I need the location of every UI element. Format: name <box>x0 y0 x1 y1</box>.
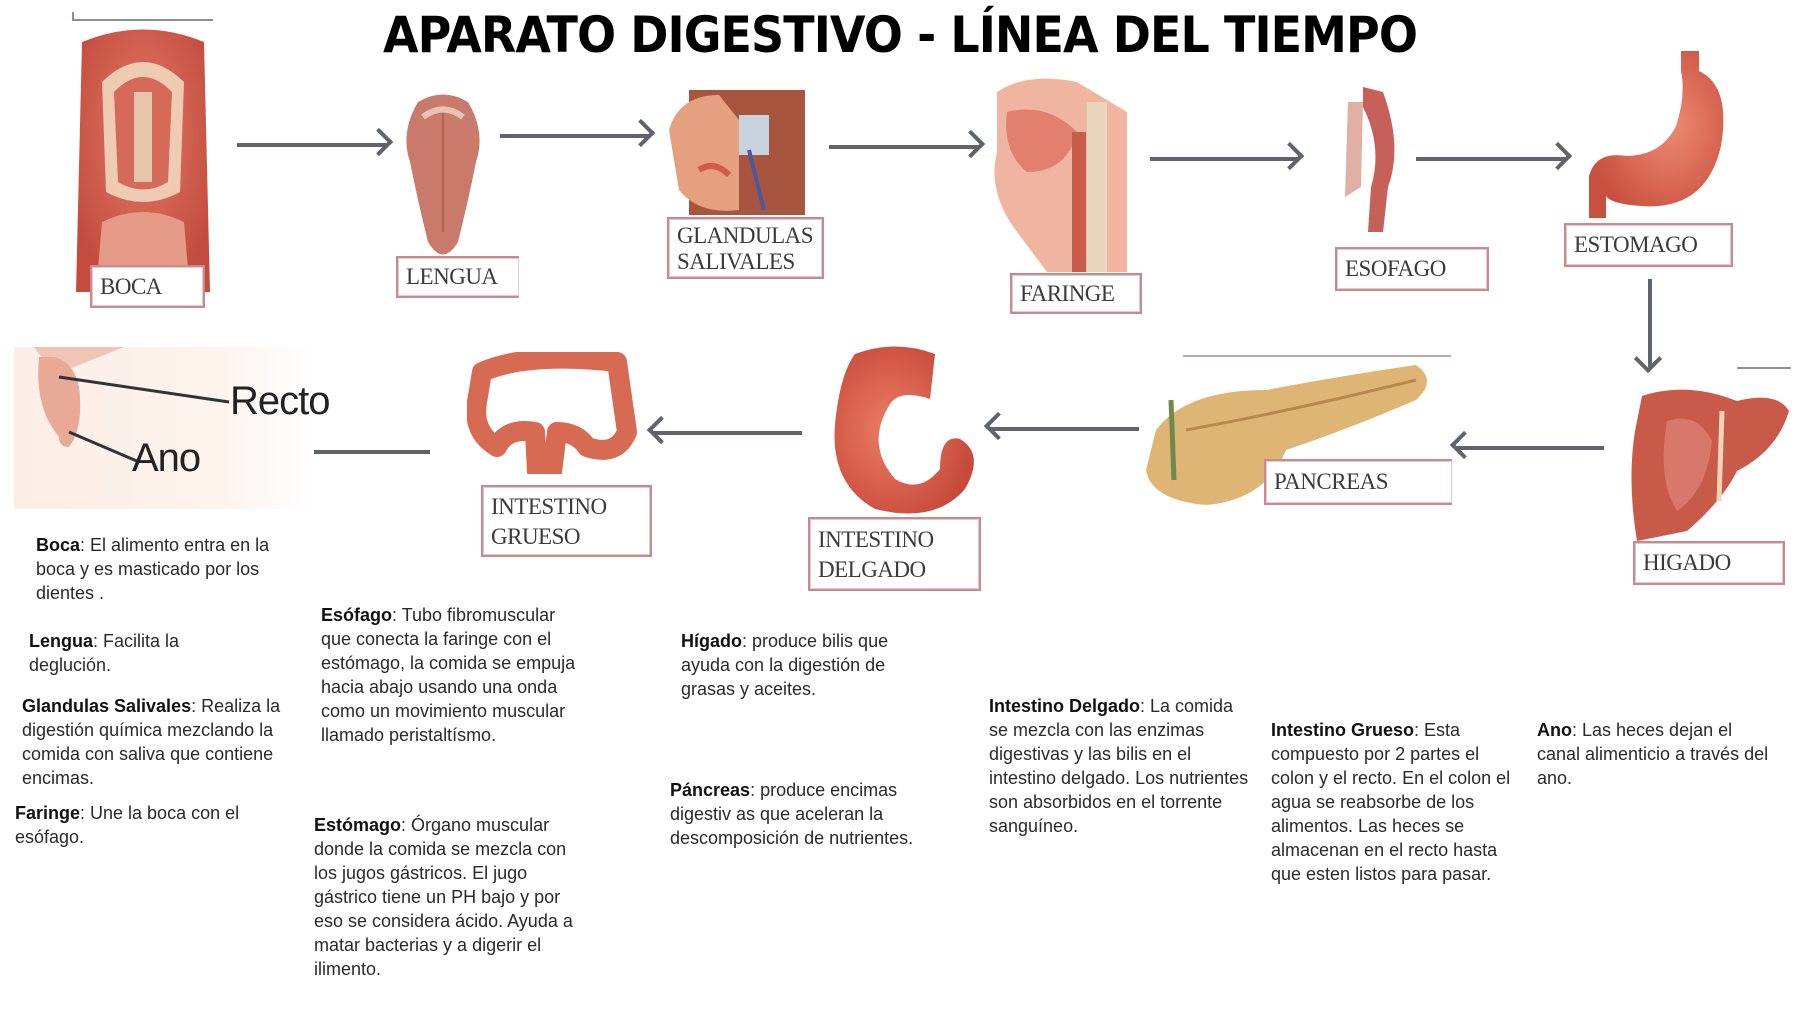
description-higado: Hígado: produce bilis que ayuda con la d… <box>681 629 931 701</box>
arrow-down-icon <box>1648 279 1652 367</box>
description-boca: Boca: El alimento entra en la boca y es … <box>36 533 306 605</box>
definition: : El alimento entra en la boca y es mast… <box>36 535 270 603</box>
description-intestino-grueso: Intestino Grueso: Esta compuesto por 2 p… <box>1271 718 1526 886</box>
definition: : Facilita la deglución. <box>29 631 180 675</box>
description-glandulas: Glandulas Salivales: Realiza la digestió… <box>22 694 287 790</box>
arrow-right-icon <box>237 143 387 147</box>
description-esofago: Esófago: Tubo fibromuscular que conecta … <box>321 603 583 747</box>
small-intestine-illustration <box>834 346 974 514</box>
rectum-icon <box>34 347 230 464</box>
esophagus-illustration <box>1345 87 1395 232</box>
term: Boca <box>36 535 81 555</box>
definition: : produce bilis que ayuda con la digesti… <box>681 631 889 699</box>
pharynx-illustration <box>994 78 1127 272</box>
mouth-illustration <box>76 29 210 292</box>
arrow-right-icon <box>829 145 979 149</box>
term: Ano <box>1537 720 1572 740</box>
label-glandulas-salivales: GLANDULAS SALIVALES <box>667 217 824 279</box>
description-estomago: Estómago: Órgano muscular donde la comid… <box>314 813 584 981</box>
term: Intestino Grueso <box>1271 720 1415 740</box>
recto-label: Recto <box>230 379 330 423</box>
label-boca: BOCA <box>90 265 205 308</box>
description-ano: Ano: Las heces dejan el canal alimentici… <box>1537 718 1777 790</box>
decorative-tick <box>72 12 74 21</box>
definition: : Las heces dejan el canal alimenticio a… <box>1537 720 1769 788</box>
label-faringe: FARINGE <box>1010 273 1142 314</box>
stomach-illustration <box>1589 51 1724 218</box>
term: Esófago <box>321 605 393 625</box>
ano-label: Ano <box>132 436 201 480</box>
salivary-glands-illustration <box>669 90 805 215</box>
definition: : Esta compuesto por 2 partes el colon y… <box>1271 720 1511 884</box>
label-lengua: LENGUA <box>396 256 519 298</box>
term: Faringe <box>15 803 81 823</box>
label-pancreas: PANCREAS <box>1264 459 1452 505</box>
description-lengua: Lengua: Facilita la deglución. <box>29 629 229 677</box>
liver-illustration <box>1631 389 1789 541</box>
description-intestino-delgado: Intestino Delgado: La comida se mezcla c… <box>989 694 1251 838</box>
label-line: GLANDULAS <box>677 223 814 248</box>
label-intestino-delgado: INTESTINO DELGADO <box>808 517 981 591</box>
arrow-right-icon <box>500 134 649 138</box>
definition: : Une la boca con el esófago. <box>15 803 240 847</box>
tongue-illustration <box>406 94 480 255</box>
large-intestine-illustration <box>467 352 637 474</box>
term: Lengua <box>29 631 94 651</box>
term: Glandulas Salivales <box>22 696 192 716</box>
term: Páncreas <box>670 780 751 800</box>
label-higado: HIGADO <box>1633 541 1785 585</box>
label-line: INTESTINO <box>491 494 607 519</box>
description-pancreas: Páncreas: produce encimas digestiv as qu… <box>670 778 930 850</box>
term: Estómago <box>314 815 402 835</box>
description-faringe: Faringe: Une la boca con el esófago. <box>15 801 265 849</box>
label-esofago: ESOFAGO <box>1335 247 1489 291</box>
rectum-anus-illustration: Recto Ano <box>14 347 330 509</box>
pancreas-illustration <box>1146 365 1427 505</box>
term: Intestino Delgado <box>989 696 1141 716</box>
page-title: APARATO DIGESTIVO - LÍNEA DEL TIEMPO <box>382 6 1418 64</box>
label-line: INTESTINO <box>818 527 934 552</box>
decorative-line <box>1183 355 1451 357</box>
label-line: DELGADO <box>818 557 926 582</box>
label-intestino-grueso: INTESTINO GRUESO <box>481 485 652 557</box>
definition: : Realiza la digestión química mezclando… <box>22 696 281 788</box>
arrow-right-icon <box>1416 157 1566 161</box>
label-estomago: ESTOMAGO <box>1564 223 1733 267</box>
label-line: SALIVALES <box>677 249 795 274</box>
definition: : Órgano muscular donde la comida se mez… <box>314 815 573 979</box>
label-line: GRUESO <box>491 524 581 549</box>
term: Hígado <box>681 631 742 651</box>
arrow-left-icon <box>653 431 802 435</box>
arrow-left-icon <box>990 427 1139 431</box>
arrow-left-icon <box>1456 446 1604 450</box>
definition: : produce encimas digestiv as que aceler… <box>670 780 914 848</box>
decorative-line <box>73 19 213 21</box>
arrow-left-icon <box>283 450 430 454</box>
decorative-line <box>1737 367 1791 369</box>
arrow-right-icon <box>1150 157 1298 161</box>
definition: : La comida se mezcla con las enzimas di… <box>989 696 1249 836</box>
definition: : Tubo fibromuscular que conecta la fari… <box>321 605 576 745</box>
